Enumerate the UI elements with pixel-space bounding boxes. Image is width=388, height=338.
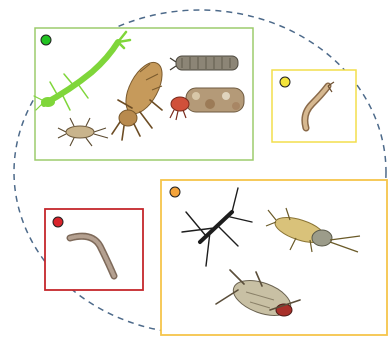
- caddisfly-case-icon: [170, 56, 238, 70]
- group-yellow: [272, 70, 356, 142]
- group-orange-dot: [170, 187, 180, 197]
- group-green-dot: [41, 35, 51, 45]
- group-orange: [161, 180, 387, 335]
- group-red-dot: [53, 217, 63, 227]
- group-yellow-dot: [280, 77, 290, 87]
- group-red: [45, 209, 143, 290]
- group-green: [34, 28, 253, 160]
